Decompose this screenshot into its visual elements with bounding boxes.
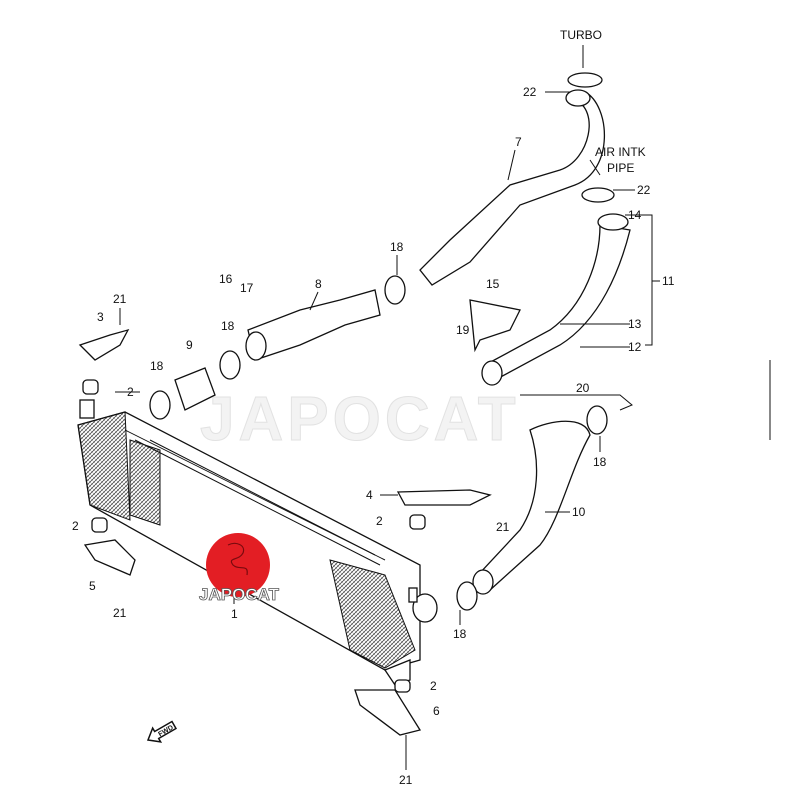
callout: 21 — [113, 292, 127, 306]
callout: 22 — [523, 85, 537, 99]
callout-numbers: 22 7 22 14 11 13 12 15 19 20 18 8 16 17 … — [72, 85, 675, 787]
callout: 22 — [637, 183, 651, 197]
callout: 18 — [390, 240, 404, 254]
callout: 2 — [127, 385, 134, 399]
callout: 10 — [572, 505, 586, 519]
callout: 2 — [376, 514, 383, 528]
logo-text: JAPOCAT — [199, 585, 280, 604]
callout: 2 — [72, 519, 79, 533]
label-air-intake-2: PIPE — [607, 161, 634, 175]
forward-arrow-icon: FWD — [146, 720, 178, 743]
callout: 6 — [433, 704, 440, 718]
hoses — [174, 89, 631, 595]
callout: 21 — [113, 606, 127, 620]
hose-clamps — [149, 72, 615, 611]
callout: 5 — [89, 579, 96, 593]
callout: 13 — [628, 317, 642, 331]
callout: 3 — [97, 310, 104, 324]
callout: 21 — [496, 520, 510, 534]
callout: 17 — [240, 281, 254, 295]
leader-lines — [115, 45, 771, 770]
watermark: JAPOCAT — [200, 385, 520, 454]
label-air-intake-1: AIR INTK — [595, 145, 646, 159]
callout: 18 — [221, 319, 235, 333]
callout: 21 — [399, 773, 413, 787]
callout: 1 — [231, 607, 238, 621]
callout: 11 — [662, 274, 675, 288]
brackets — [78, 299, 521, 736]
callout: 20 — [576, 381, 590, 395]
callout: 12 — [628, 340, 642, 354]
callout: 16 — [219, 272, 233, 286]
callout: 14 — [628, 208, 642, 222]
callout: 7 — [515, 135, 522, 149]
callout: 9 — [186, 338, 193, 352]
callout: 18 — [453, 627, 467, 641]
forward-label: FWD — [157, 724, 174, 738]
callout: 2 — [430, 679, 437, 693]
callout: 18 — [150, 359, 164, 373]
japocat-logo: JAPOCAT — [199, 533, 280, 604]
callout: 4 — [366, 488, 373, 502]
callout: 18 — [593, 455, 607, 469]
callout: 19 — [456, 323, 470, 337]
callout: 8 — [315, 277, 322, 291]
callout: 15 — [486, 277, 500, 291]
label-turbo: TURBO — [560, 28, 602, 42]
